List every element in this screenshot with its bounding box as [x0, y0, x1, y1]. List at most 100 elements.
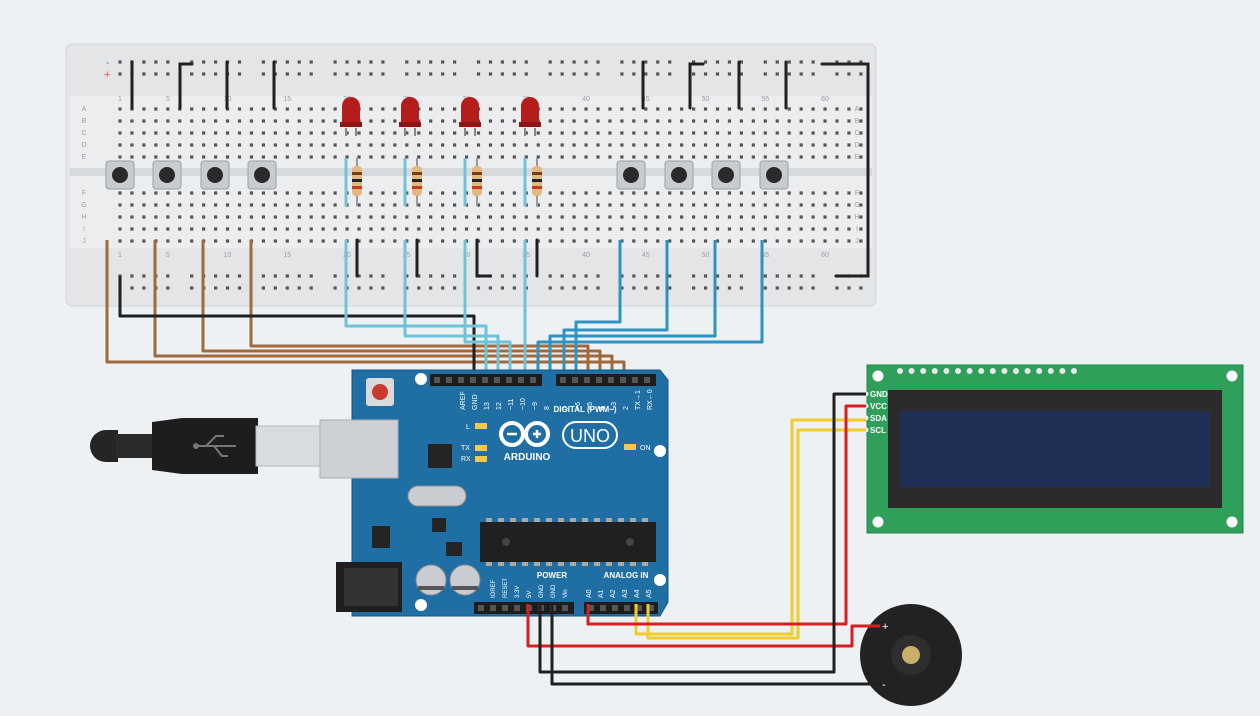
terminal-hole — [488, 227, 493, 231]
pin-label-a0: A0 — [586, 589, 593, 598]
column-number: 1 — [118, 96, 122, 103]
terminal-hole — [692, 239, 696, 243]
terminal-hole — [417, 155, 421, 159]
led-4[interactable] — [519, 97, 541, 136]
rail-hole — [166, 286, 170, 290]
rail-hole — [297, 72, 301, 76]
column-number: 50 — [702, 96, 710, 103]
push-button-4[interactable] — [247, 160, 277, 190]
led-2[interactable] — [399, 97, 421, 136]
rail-hole — [309, 274, 313, 278]
terminal-hole — [381, 203, 385, 207]
rail-hole — [333, 286, 337, 290]
terminal-hole — [500, 119, 504, 123]
rail-hole — [560, 274, 564, 278]
terminal-hole — [393, 191, 397, 195]
terminal-hole — [405, 131, 409, 135]
push-button-6[interactable] — [664, 160, 694, 190]
terminal-hole — [333, 227, 337, 231]
terminal-hole — [225, 203, 230, 207]
terminal-hole — [214, 119, 218, 123]
terminal-hole — [130, 215, 134, 219]
terminal-hole — [285, 191, 289, 195]
rail-hole — [297, 274, 301, 278]
terminal-hole — [536, 131, 540, 135]
push-button-1[interactable] — [105, 160, 135, 190]
breadboard-bottom-terminal-strip — [70, 176, 872, 248]
rail-hole — [261, 60, 265, 64]
terminal-hole — [751, 155, 755, 159]
terminal-hole — [500, 143, 504, 147]
push-button-3[interactable] — [200, 160, 230, 190]
terminal-hole — [847, 119, 851, 123]
push-button-8[interactable] — [759, 160, 789, 190]
terminal-hole — [847, 239, 851, 243]
arduino-to-peripherals-wires — [526, 392, 882, 686]
terminal-hole — [536, 143, 540, 147]
resistor-1[interactable] — [352, 158, 362, 206]
rail-hole — [369, 60, 373, 64]
terminal-hole — [381, 143, 385, 147]
resistor-3[interactable] — [472, 158, 482, 206]
terminal-hole — [464, 143, 469, 147]
reset-button[interactable] — [366, 378, 394, 406]
wire-blue-button-5 — [574, 240, 622, 380]
terminal-hole — [668, 131, 672, 135]
rail-hole — [237, 60, 242, 64]
terminal-hole — [429, 119, 433, 123]
terminal-hole — [835, 155, 839, 159]
terminal-hole — [835, 203, 839, 207]
power-pin-labels: IOREF RESET 3.3V 5V GND GND Vin — [491, 578, 569, 598]
lcd-pin-pad — [897, 368, 903, 374]
lcd-i2c-module[interactable]: GND VCC SDA SCL — [863, 364, 1244, 534]
terminal-hole — [285, 203, 289, 207]
terminal-hole — [572, 227, 576, 231]
rail-hole — [644, 60, 648, 64]
terminal-hole — [476, 155, 481, 159]
led-1[interactable] — [340, 97, 362, 136]
rail-hole — [500, 274, 504, 278]
resistor-4[interactable] — [532, 158, 542, 206]
terminal-hole — [548, 155, 552, 159]
terminal-hole — [273, 131, 277, 135]
terminal-hole — [620, 191, 624, 195]
rail-hole — [202, 72, 206, 76]
push-button-7[interactable] — [711, 160, 741, 190]
terminal-hole — [775, 215, 779, 219]
rail-hole — [548, 60, 552, 64]
terminal-hole — [441, 107, 445, 111]
terminal-hole — [190, 119, 194, 123]
push-button-2[interactable] — [152, 160, 182, 190]
terminal-hole — [453, 215, 457, 219]
terminal-hole — [225, 215, 230, 219]
row-letter: I — [83, 226, 85, 233]
terminal-hole — [811, 107, 815, 111]
terminal-hole — [787, 239, 791, 243]
mount-hole — [654, 445, 666, 457]
piezo-buzzer[interactable]: + - — [860, 604, 962, 706]
rail-hole — [548, 286, 552, 290]
rail-hole — [644, 274, 648, 278]
atmega-chip — [480, 518, 656, 566]
terminal-hole — [775, 119, 779, 123]
terminal-hole — [225, 143, 230, 147]
rail-hole — [500, 60, 504, 64]
push-button-5[interactable] — [616, 160, 646, 190]
rail-hole — [572, 274, 576, 278]
terminal-hole — [261, 239, 265, 243]
rail-hole — [476, 286, 481, 290]
resistor-2[interactable] — [412, 158, 422, 206]
rail-hole — [118, 72, 122, 76]
rail-hole — [285, 274, 289, 278]
chip-pin — [606, 562, 612, 566]
row-letter: H — [81, 214, 86, 221]
column-number: 25 — [403, 252, 411, 259]
led-3[interactable] — [459, 97, 481, 136]
terminal-hole — [261, 119, 265, 123]
chip-pin — [618, 562, 624, 566]
terminal-hole — [512, 143, 516, 147]
rail-hole — [692, 274, 696, 278]
terminal-hole — [847, 107, 851, 111]
column-number: 60 — [821, 252, 829, 259]
terminal-hole — [285, 227, 289, 231]
